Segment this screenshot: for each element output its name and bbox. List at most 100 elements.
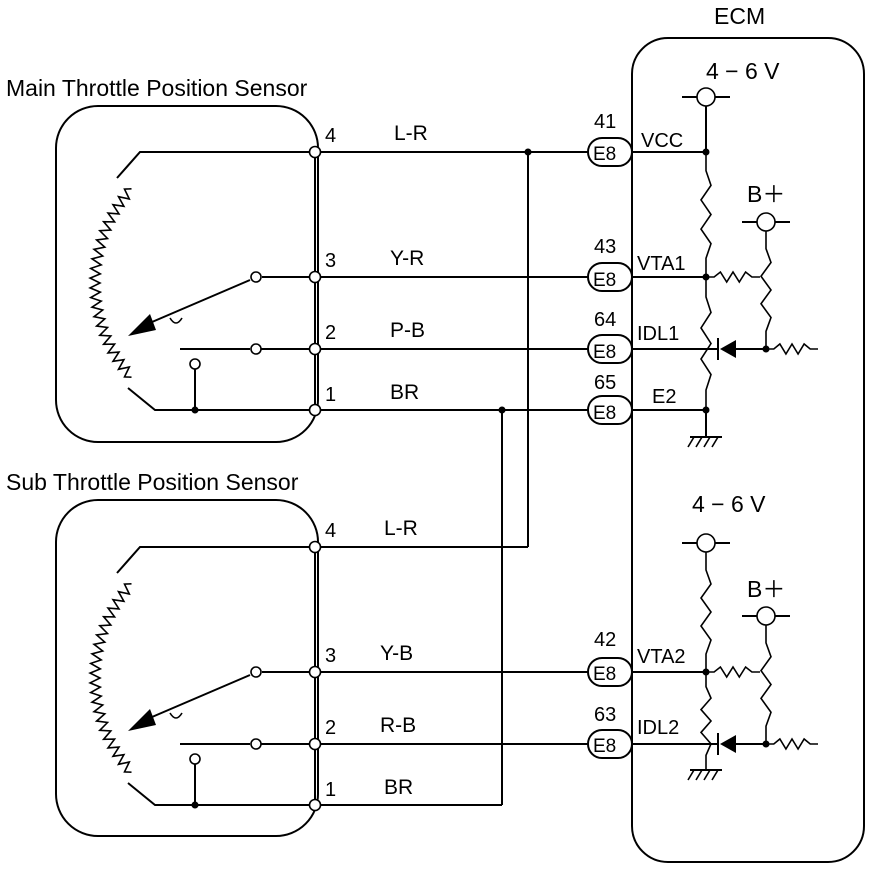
- ground-hatch: [703, 769, 711, 781]
- supply-voltage-bottom: 4 − 6 V: [692, 491, 766, 517]
- supply-symbol: [696, 87, 716, 107]
- wiper-arm: [151, 279, 251, 323]
- track-bottom-lead: [127, 782, 315, 806]
- divider-resistor: [700, 277, 712, 410]
- connector-code: E8: [593, 664, 616, 685]
- battery-symbol: [756, 212, 776, 232]
- ground-hatch: [695, 436, 703, 448]
- pin-terminal: [308, 737, 322, 751]
- pin-terminal: [308, 798, 322, 812]
- connector-41: 41 E8 VCC: [593, 111, 683, 165]
- vta1-resistor: [706, 270, 760, 284]
- junction-dot: [191, 406, 199, 414]
- ecm-internals: [632, 87, 818, 781]
- main-sensor-box: [55, 105, 319, 443]
- resistive-track: [88, 188, 132, 378]
- signal-label: VCC: [641, 130, 683, 152]
- wiper-pivot-mark: [169, 712, 183, 719]
- sub-sensor-title: Sub Throttle Position Sensor: [6, 469, 299, 495]
- ecm-title: ECM: [714, 3, 765, 29]
- idl1-resistor: [766, 342, 818, 356]
- connector-number: 65: [594, 372, 616, 394]
- junction-dot: [524, 148, 532, 156]
- track-top-lead: [116, 546, 315, 574]
- ground-hatch: [703, 436, 711, 448]
- signal-label: VTA2: [637, 646, 686, 668]
- signal-label: VTA1: [637, 253, 686, 275]
- idle-contact: [250, 343, 262, 355]
- battery-symbol: [756, 606, 776, 626]
- connector-number: 42: [594, 629, 616, 651]
- ground-hatch: [711, 436, 719, 448]
- supply-symbol: [696, 533, 716, 553]
- connector-code: E8: [593, 144, 616, 165]
- sub-pin-3: 3: [325, 645, 336, 667]
- main-sensor-internals: [88, 145, 322, 417]
- main-pin-1: 1: [325, 384, 336, 406]
- battery-label-top: B＋: [747, 181, 785, 207]
- battery-resistor: [760, 625, 772, 744]
- pin-terminal: [308, 342, 322, 356]
- wiper-arrow: [128, 314, 156, 336]
- diode-symbol: [720, 340, 736, 358]
- ground-hatch: [695, 769, 703, 781]
- track-bottom-lead: [127, 387, 315, 411]
- main-pin-3: 3: [325, 250, 336, 272]
- main-wire-1: BR: [390, 381, 419, 404]
- sub-wire-2: R-B: [380, 714, 416, 737]
- connector-42: 42 E8 VTA2: [593, 629, 686, 685]
- sub-pin-1: 1: [325, 779, 336, 801]
- connector-code: E8: [593, 403, 616, 424]
- ground-hatch: [711, 769, 719, 781]
- connector-63: 63 E8 IDL2: [593, 704, 679, 757]
- idle-contact: [189, 358, 201, 370]
- connector-code: E8: [593, 736, 616, 757]
- main-wire-4: L-R: [394, 122, 428, 145]
- divider-resistor: [699, 672, 713, 770]
- sub-wire-3: Y-B: [380, 642, 413, 665]
- pin-terminal: [308, 145, 322, 159]
- pin-terminal: [308, 665, 322, 679]
- sub-wire-4: L-R: [384, 517, 418, 540]
- connector-number: 43: [594, 236, 616, 258]
- idle-contact: [189, 753, 201, 765]
- main-wire-3: Y-R: [390, 247, 424, 270]
- wiper-pivot-mark: [169, 317, 183, 324]
- connector-number: 63: [594, 704, 616, 726]
- pin-terminal: [308, 403, 322, 417]
- connector-65: 65 E8 E2: [593, 372, 676, 424]
- sub-pin-4: 4: [325, 520, 336, 542]
- sub-sensor-box: [55, 499, 319, 837]
- connector-code: E8: [593, 342, 616, 363]
- vta2-resistor: [706, 665, 760, 679]
- pullup-resistor: [700, 552, 712, 672]
- connector-64: 64 E8 IDL1: [593, 309, 679, 363]
- harness-wiring: [321, 137, 633, 806]
- main-wire-2: P-B: [390, 319, 425, 342]
- sub-sensor-internals: [88, 540, 322, 812]
- sub-pin-2: 2: [325, 717, 336, 739]
- main-pin-4: 4: [325, 125, 336, 147]
- ground-hatch: [687, 436, 695, 448]
- wiper-arrow: [128, 709, 156, 731]
- wiper-contact: [250, 271, 262, 283]
- track-top-lead: [116, 151, 315, 179]
- connector-number: 41: [594, 111, 616, 133]
- junction-dot: [498, 406, 506, 414]
- battery-label-bottom: B＋: [747, 576, 785, 602]
- diode-symbol: [720, 735, 736, 753]
- signal-label: E2: [652, 386, 676, 408]
- main-pin-2: 2: [325, 322, 336, 344]
- main-sensor-title: Main Throttle Position Sensor: [6, 75, 308, 101]
- battery-resistor: [760, 231, 772, 349]
- junction-dot: [191, 801, 199, 809]
- connector-code: E8: [593, 270, 616, 291]
- idl2-resistor: [766, 737, 818, 751]
- ground-hatch: [687, 769, 695, 781]
- idle-contact: [250, 738, 262, 750]
- ecm-box: [631, 37, 865, 863]
- sub-wire-1: BR: [384, 776, 413, 799]
- signal-label: IDL2: [637, 717, 679, 739]
- wiper-contact: [250, 666, 262, 678]
